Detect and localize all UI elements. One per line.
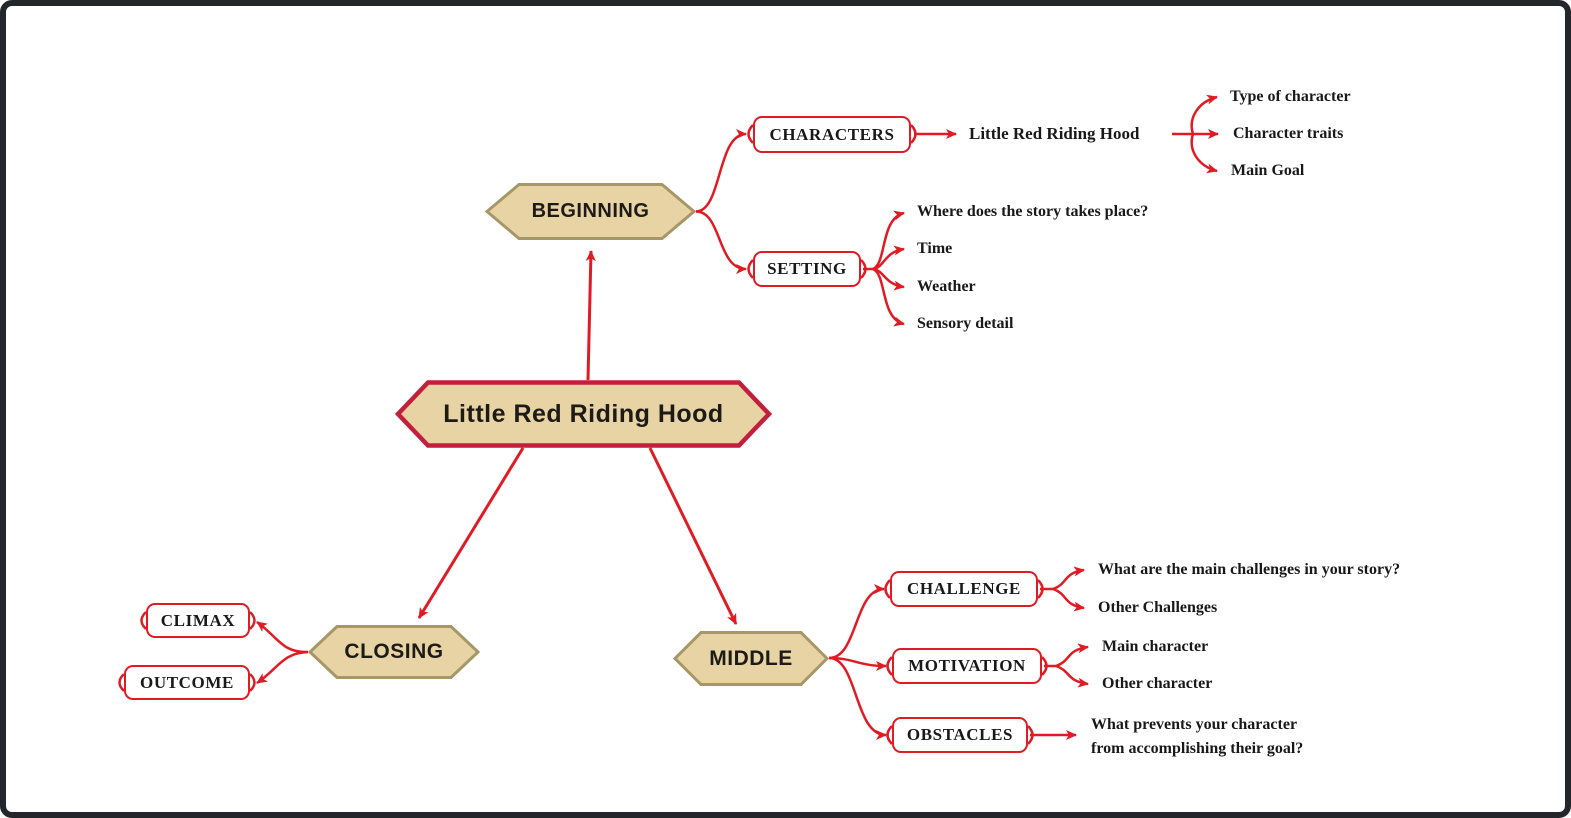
connector-beginning-characters — [695, 129, 747, 213]
challenge-topic[interactable]: CHALLENGE — [890, 571, 1038, 607]
brace-challenge-right — [1037, 579, 1044, 599]
brace-obstacles-right — [1027, 725, 1034, 745]
closing-node-label: CLOSING — [344, 640, 444, 663]
connector-challenge-other — [1052, 587, 1085, 612]
leaf-motivation-other[interactable]: Other character — [1102, 675, 1213, 692]
arrow-central-to-closing — [417, 447, 525, 619]
connector-middle-obstacles — [828, 656, 887, 740]
leaf-setting-sensory[interactable]: Sensory detail — [917, 315, 1014, 332]
connector-challenge-main — [1052, 566, 1085, 591]
leaf-type-of-character[interactable]: Type of character — [1230, 88, 1351, 105]
connector-setting-time — [872, 245, 905, 271]
brace-setting-right — [860, 259, 867, 279]
connector-motivation-other — [1055, 664, 1089, 688]
connector-setting-where — [872, 210, 905, 271]
characters-value[interactable]: Little Red Riding Hood — [969, 124, 1140, 143]
leaf-challenge-main[interactable]: What are the main challenges in your sto… — [1098, 561, 1401, 578]
leaf-obstacles-question[interactable]: What prevents your character from accomp… — [1091, 716, 1304, 757]
leaf-challenge-other[interactable]: Other Challenges — [1098, 599, 1218, 616]
brace-motivation-right — [1041, 656, 1048, 676]
leaf-main-goal[interactable]: Main Goal — [1231, 162, 1305, 179]
middle-node[interactable]: MIDDLE — [675, 632, 827, 685]
obstacles-topic-label: OBSTACLES — [906, 725, 1014, 744]
obstacles-topic[interactable]: OBSTACLES — [892, 717, 1028, 753]
connector-beginning-setting — [695, 210, 747, 274]
motivation-topic-label: MOTIVATION — [908, 656, 1026, 675]
beginning-node-label: BEGINNING — [531, 200, 650, 222]
characters-topic-label: CHARACTERS — [769, 124, 895, 144]
leaf-motivation-main[interactable]: Main character — [1102, 638, 1209, 655]
connector-setting-weather — [872, 267, 905, 291]
connector-middle-motivation — [828, 656, 887, 671]
setting-topic[interactable]: SETTING — [753, 251, 861, 287]
characters-topic[interactable]: CHARACTERS — [753, 116, 911, 153]
climax-topic-label: CLIMAX — [160, 610, 236, 630]
connector-closing-outcome — [256, 650, 309, 685]
connector-motivation-main — [1055, 643, 1089, 668]
leaf-character-traits[interactable]: Character traits — [1233, 125, 1344, 142]
leaf-setting-time[interactable]: Time — [917, 240, 953, 257]
brace-climax-right — [249, 611, 256, 630]
climax-topic[interactable]: CLIMAX — [146, 603, 250, 638]
arrow-central-to-middle — [648, 447, 738, 625]
beginning-node[interactable]: BEGINNING — [487, 184, 694, 239]
leaf-setting-where[interactable]: Where does the story takes place? — [917, 203, 1149, 220]
connector-middle-challenge — [828, 584, 885, 660]
setting-topic-label: SETTING — [767, 259, 847, 278]
brace-outcome-right — [249, 673, 256, 692]
motivation-topic[interactable]: MOTIVATION — [892, 648, 1042, 684]
middle-node-label: MIDDLE — [709, 646, 793, 670]
central-node-label: Little Red Riding Hood — [443, 399, 724, 428]
leaf-setting-weather[interactable]: Weather — [917, 278, 976, 295]
connector-value-bottom — [1190, 133, 1218, 174]
closing-node[interactable]: CLOSING — [310, 626, 478, 678]
connector-closing-climax — [256, 620, 309, 654]
connector-setting-sensory — [872, 267, 905, 327]
outcome-topic-label: OUTCOME — [140, 672, 234, 692]
challenge-topic-label: CHALLENGE — [906, 579, 1022, 598]
connector-value-top — [1190, 94, 1218, 135]
outcome-topic[interactable]: OUTCOME — [124, 665, 250, 700]
arrow-central-to-beginning — [585, 250, 596, 381]
brace-characters-right — [910, 124, 917, 144]
central-node[interactable]: Little Red Riding Hood — [398, 382, 769, 446]
